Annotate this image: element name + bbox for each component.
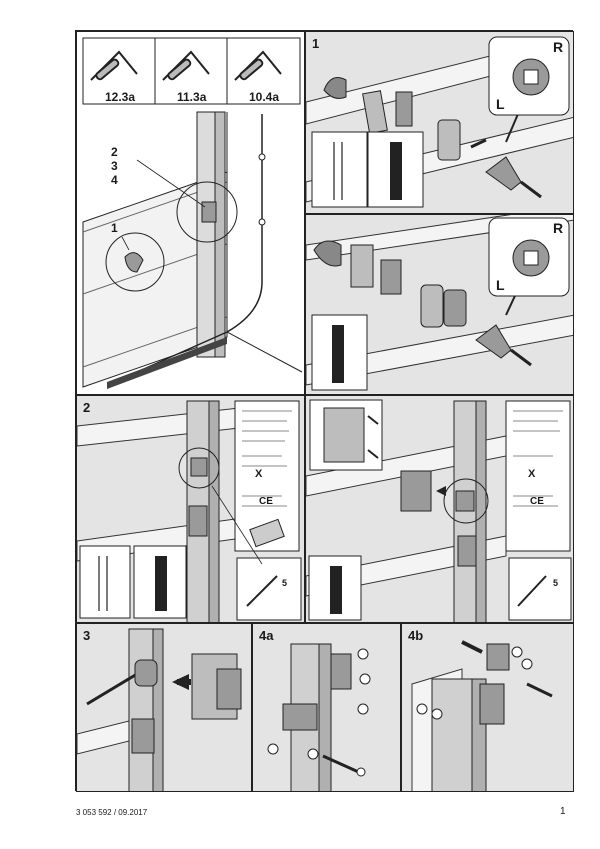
torque-mark: 5: [282, 578, 288, 588]
step-2b-illustration: [306, 399, 572, 622]
panel-step-4a: 4a: [252, 623, 401, 792]
spring-clip-icon: [90, 50, 282, 81]
spring-code-2: 11.3a: [177, 90, 207, 104]
panel-step-2a: 2 X CE 5: [76, 395, 305, 623]
orientation-right-label: R: [553, 39, 564, 55]
overview-illustration: [82, 37, 303, 389]
spring-code-1: 12.3a: [105, 90, 136, 104]
step-4b-illustration: [411, 640, 553, 791]
document-id: 3 053 592 / 09.2017: [76, 808, 148, 817]
callout-part-1: 1: [111, 221, 118, 235]
panel-overview: 12.3a 11.3a 10.4a 2 3 4 1: [76, 31, 305, 395]
step-number-1: 1: [312, 36, 320, 51]
panel-step-3: 3: [76, 623, 252, 792]
step-1b-illustration: [306, 215, 573, 391]
orientation-left-label: L: [496, 96, 505, 112]
step-1a-illustration: [306, 36, 573, 208]
callout-part-3: 3: [111, 159, 118, 173]
torque-mark-2: 5: [553, 578, 559, 588]
step-number-4b: 4b: [408, 628, 424, 643]
panel-step-1b: R L: [305, 214, 574, 395]
callout-part-2: 2: [111, 145, 118, 159]
orientation-right-label-2: R: [553, 220, 564, 236]
step-number-3: 3: [83, 628, 91, 643]
step-2a-illustration: [77, 400, 302, 622]
step-3-illustration: [77, 628, 242, 791]
page-number: 1: [560, 806, 566, 817]
step-number-4a: 4a: [259, 628, 274, 643]
callout-part-4: 4: [111, 173, 118, 187]
step-number-2: 2: [83, 400, 91, 415]
label-mark-x: X: [255, 468, 263, 480]
instruction-sheet: 12.3a 11.3a 10.4a 2 3 4 1: [75, 30, 574, 792]
label-mark-x-2: X: [528, 468, 536, 480]
panel-step-4b: 4b: [401, 623, 574, 792]
spring-code-3: 10.4a: [249, 90, 280, 104]
step-4a-illustration: [267, 643, 371, 791]
panel-step-2b: X CE 5: [305, 395, 574, 623]
label-mark-ce-2: CE: [530, 496, 544, 507]
label-mark-ce: CE: [259, 496, 273, 507]
panel-step-1a: 1 R L: [305, 31, 574, 214]
orientation-left-label-2: L: [496, 277, 505, 293]
